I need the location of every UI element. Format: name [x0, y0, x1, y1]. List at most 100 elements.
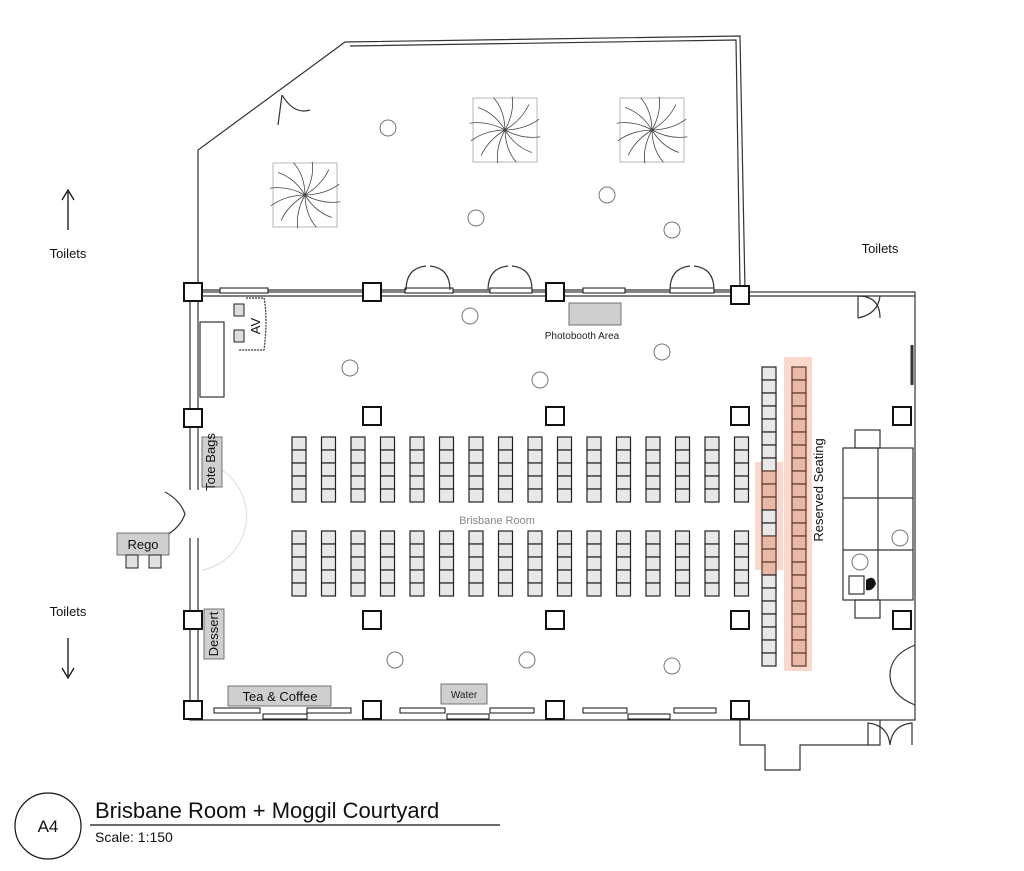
chair [527, 582, 543, 597]
chair [497, 488, 514, 503]
chair [645, 462, 661, 477]
palm-frond [269, 187, 306, 196]
chair [733, 488, 750, 503]
palm-frond [651, 118, 687, 131]
chair [438, 462, 455, 477]
chair [556, 556, 573, 571]
chair [320, 488, 337, 503]
chair [320, 475, 337, 490]
chair [761, 626, 777, 641]
palm-frond [504, 96, 514, 131]
chair [409, 462, 425, 477]
chair [527, 436, 543, 451]
chair [761, 548, 777, 563]
chair [761, 379, 777, 394]
chair [704, 530, 720, 545]
chair [761, 405, 777, 420]
chair [409, 543, 425, 558]
rego-label: Rego [127, 537, 158, 552]
chair [350, 530, 366, 545]
chair [645, 449, 661, 464]
chair [761, 574, 777, 589]
chair [733, 530, 750, 545]
chair [320, 462, 337, 477]
chair [320, 569, 337, 584]
stage [842, 429, 914, 619]
chair [409, 475, 425, 490]
av-desk: AV [199, 297, 267, 398]
structural-column [183, 700, 203, 720]
chair [497, 543, 514, 558]
palm-frond [617, 129, 653, 142]
chair [468, 449, 484, 464]
chair [674, 462, 691, 477]
chair [468, 488, 484, 503]
reserved-chair [791, 379, 807, 394]
chair [645, 569, 661, 584]
window [673, 707, 717, 714]
palm-frond [480, 129, 506, 156]
window [399, 707, 446, 714]
cocktail-table [379, 119, 397, 137]
chair [527, 530, 543, 545]
chair [527, 488, 543, 503]
chair [497, 462, 514, 477]
chair [468, 582, 484, 597]
photobooth-area [568, 302, 622, 326]
chair [645, 543, 661, 558]
reserved-chair [791, 496, 807, 511]
chair [497, 582, 514, 597]
side-door[interactable] [889, 644, 916, 706]
chair [497, 449, 514, 464]
cocktail-table [663, 221, 681, 239]
palm-frond [477, 107, 506, 131]
chair [556, 530, 573, 545]
rear-door[interactable] [867, 722, 913, 746]
chair [438, 569, 455, 584]
chair [586, 488, 602, 503]
chair [761, 561, 777, 576]
chair [674, 582, 691, 597]
chair [556, 475, 573, 490]
chair [586, 582, 602, 597]
chair [645, 556, 661, 571]
palm-frond [651, 104, 677, 131]
chair [291, 582, 307, 597]
structural-column [730, 610, 750, 630]
sheet-number: A4 [38, 817, 59, 836]
chair [291, 436, 307, 451]
chair [586, 530, 602, 545]
palm-frond [504, 129, 533, 153]
palm-frond [651, 129, 680, 153]
chair [645, 436, 661, 451]
chair [527, 543, 543, 558]
toilets-label: Toilets [50, 604, 87, 619]
window [669, 287, 715, 294]
toilets-door-right[interactable] [857, 295, 881, 319]
courtyard-double-door [405, 265, 451, 291]
chair [291, 449, 307, 464]
window-glazing [446, 713, 490, 720]
chair [704, 462, 720, 477]
planter-box [472, 97, 538, 163]
chair [468, 556, 484, 571]
chair [704, 449, 720, 464]
chair [761, 522, 777, 537]
chair [291, 475, 307, 490]
chair [615, 582, 632, 597]
reserved-chair [791, 639, 807, 654]
chair [761, 587, 777, 602]
chair [320, 449, 337, 464]
chair [409, 488, 425, 503]
palm-frond [627, 129, 653, 156]
palm-frond [304, 161, 314, 196]
entrance-door[interactable] [164, 491, 186, 537]
palm-frond [504, 129, 541, 138]
photobooth-label: Photobooth Area [545, 331, 620, 342]
chair [586, 475, 602, 490]
chair [497, 475, 514, 490]
chair [761, 457, 777, 472]
window [306, 707, 352, 714]
chair [733, 462, 750, 477]
moggil-courtyard [197, 35, 746, 291]
